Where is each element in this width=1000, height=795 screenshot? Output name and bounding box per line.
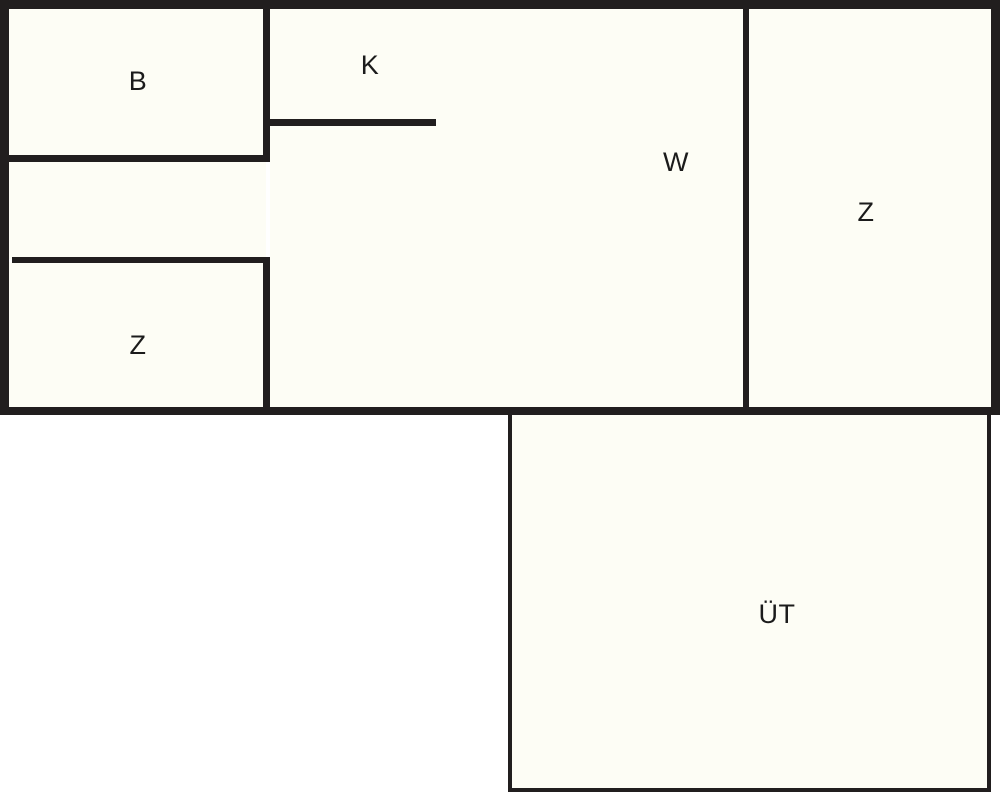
outer-top — [0, 0, 1000, 9]
wall-z-top — [12, 257, 270, 263]
wall-k-stub — [265, 119, 436, 126]
wall-ut-right — [987, 411, 991, 792]
room-z-right-label: Z — [858, 197, 875, 227]
room-k-label: K — [361, 50, 380, 80]
outer-bottom — [0, 407, 1000, 415]
rooms-layer — [9, 9, 991, 790]
room-w-label: W — [663, 147, 689, 177]
outer-right — [991, 0, 1000, 415]
outer-left — [0, 0, 9, 415]
room-ut[interactable] — [510, 413, 988, 790]
room-w[interactable] — [270, 9, 743, 409]
room-z-lower-left[interactable] — [9, 262, 266, 409]
room-hall[interactable] — [9, 161, 266, 259]
wall-ut-left — [508, 411, 512, 792]
room-ut-label: ÜT — [759, 599, 796, 629]
room-b[interactable] — [9, 9, 266, 157]
wall-b-bottom — [0, 155, 270, 162]
room-b-label: B — [129, 66, 148, 96]
room-z-lower-left-label: Z — [130, 330, 147, 360]
wall-b-k-divider — [263, 0, 270, 162]
wall-w-z-divider — [743, 0, 749, 415]
room-z-right[interactable] — [749, 9, 991, 409]
wall-z-right — [263, 257, 270, 412]
wall-ut-bottom — [508, 788, 991, 792]
room-labels-layer: B K Z W Z ÜT — [129, 50, 875, 629]
